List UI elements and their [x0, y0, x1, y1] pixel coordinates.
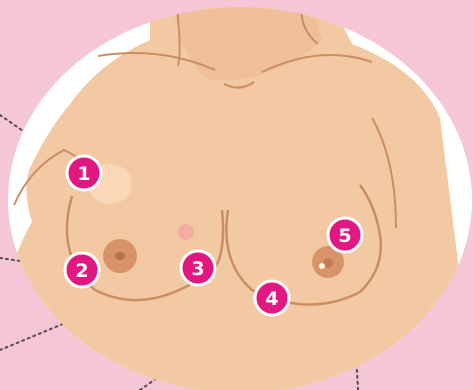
left-nipple-inverted — [115, 252, 125, 260]
marker-1: 1 — [67, 156, 101, 190]
nipple-discharge — [319, 263, 325, 269]
marker-5: 5 — [328, 218, 362, 252]
marker-4-label: 4 — [265, 288, 278, 310]
skin-redness-spot — [178, 224, 194, 240]
marker-4: 4 — [255, 281, 289, 315]
marker-2: 2 — [65, 253, 99, 287]
marker-5-label: 5 — [338, 225, 351, 247]
marker-1-label: 1 — [77, 163, 90, 185]
marker-3-label: 3 — [191, 258, 204, 280]
marker-2-label: 2 — [75, 260, 88, 282]
marker-3: 3 — [181, 251, 215, 285]
